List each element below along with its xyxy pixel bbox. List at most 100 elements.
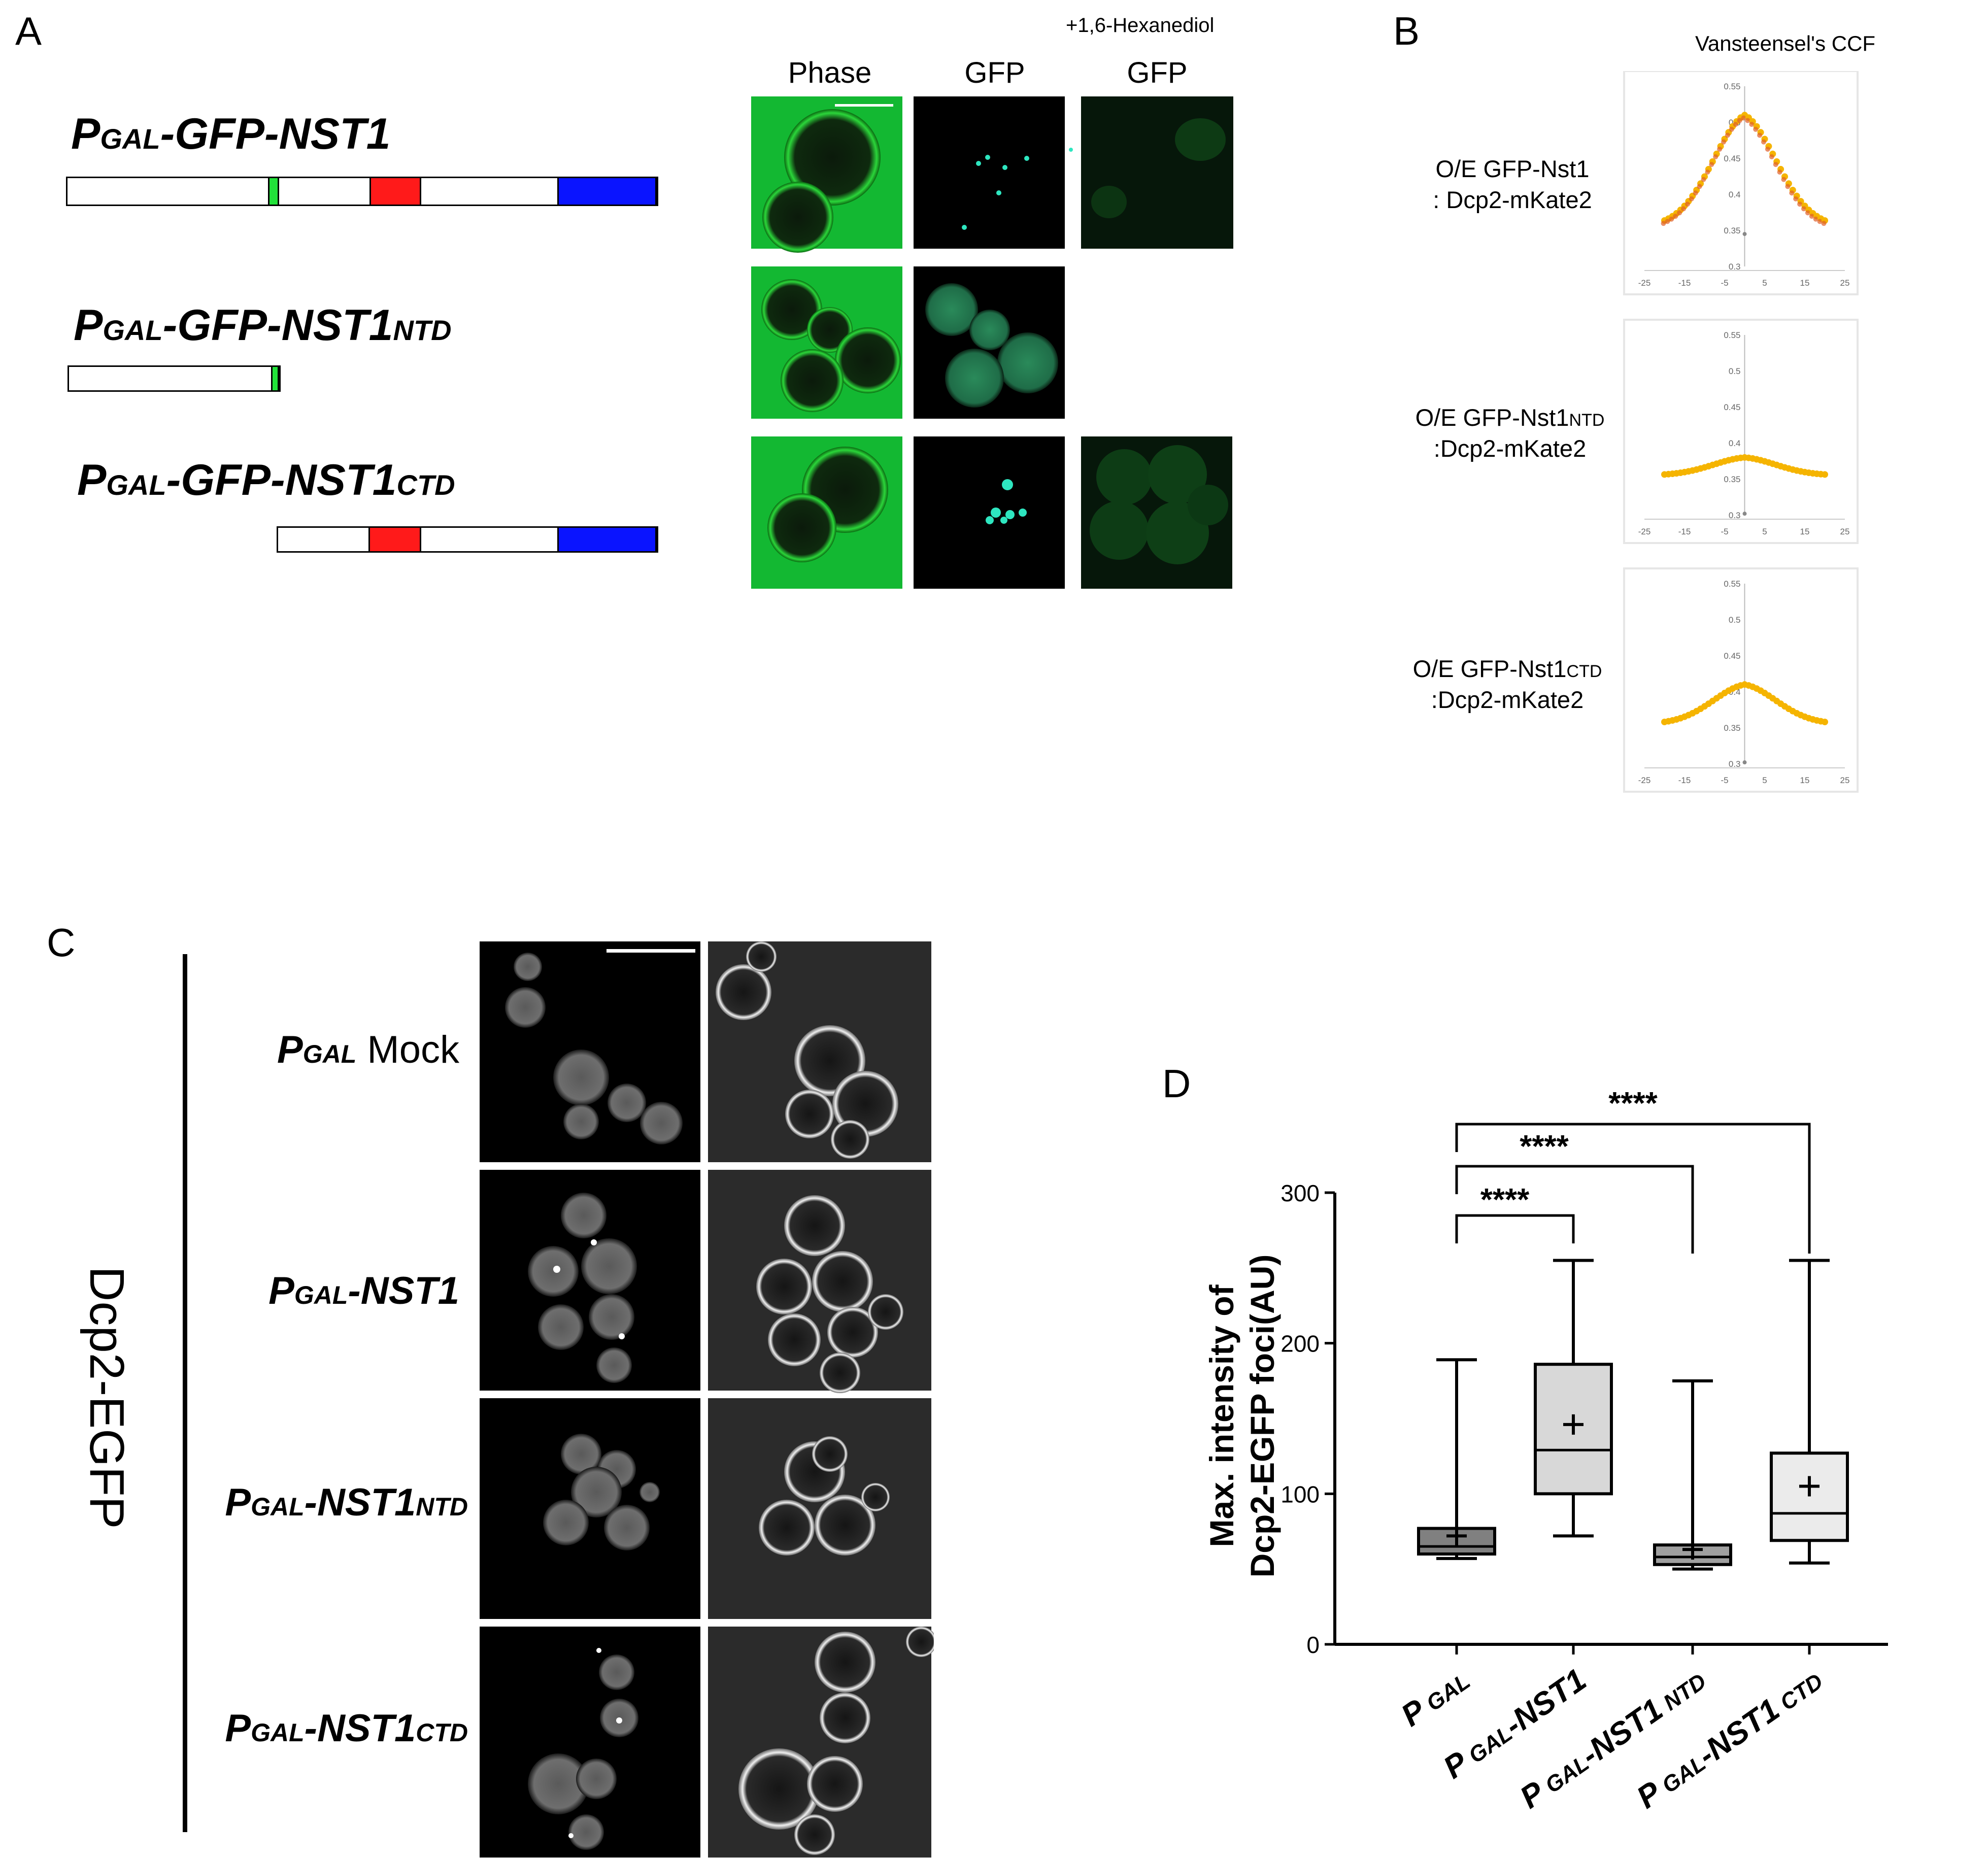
ccf-y-tick: 0.55 [1724, 82, 1740, 91]
ccf-x-tick: 25 [1840, 527, 1850, 536]
ccf-title: Vansteensel's CCF [1695, 31, 1876, 55]
row-label-ctd: PGAL-NST1CTD [225, 1707, 468, 1750]
ccf-y-tick: 0.5 [1729, 615, 1741, 625]
ccf-point-alt [1797, 201, 1803, 207]
ccf-y-tick: 0.55 [1724, 579, 1740, 589]
y-tick-label: 0 [1306, 1632, 1320, 1658]
micrograph-phase-ntd [708, 1398, 931, 1619]
ccf-y-tick: 0.4 [1729, 438, 1741, 448]
ccf-y-tick: 0.35 [1724, 475, 1740, 484]
ccf-point-alt [1669, 216, 1674, 222]
ccf-point-alt [1805, 210, 1810, 216]
row-label-mock: PGAL Mock [277, 1028, 459, 1071]
ccf-x-tick: 5 [1762, 527, 1767, 536]
ccf-point-alt [1737, 118, 1742, 123]
ccf-point-alt [1765, 146, 1770, 152]
ccf-x-tick: 15 [1800, 278, 1810, 288]
ccf-y-tick: 0.45 [1724, 402, 1740, 412]
micrograph-gfp-full [914, 96, 1073, 249]
domain-blue [557, 528, 657, 551]
construct-label-full: PGAL-GFP-NST1 [71, 110, 391, 158]
significance-bracket-0: **** [1455, 1183, 1575, 1243]
ccf-point-alt [1729, 126, 1734, 132]
ccf-point-alt [1665, 219, 1670, 224]
ccf-label-full: O/E GFP-Nst1 : Dcp2-mKate2 [1433, 155, 1592, 213]
ccf-point-alt [1721, 139, 1726, 145]
micrograph-phase-full [751, 96, 902, 253]
ccf-point-alt [1761, 139, 1766, 145]
domain-map-ntd [68, 365, 281, 392]
ccf-x-tick: -25 [1638, 775, 1651, 785]
micrograph-phase-nst1 [708, 1170, 931, 1393]
ccf-point-alt [1809, 214, 1814, 219]
side-label: Dcp2-EGFP [80, 1266, 134, 1529]
box-3 [1770, 1259, 1849, 1654]
ccf-point-alt [1781, 177, 1787, 182]
column-header-gfp-hexanediol: GFP [1127, 56, 1188, 89]
ccf-point-alt [1753, 126, 1759, 132]
micrograph-phase-ntd [751, 266, 902, 419]
ccf-point-alt [1821, 221, 1827, 226]
ccf-point [1822, 718, 1828, 725]
ccf-zero-point [1742, 512, 1747, 516]
ccf-x-tick: -25 [1638, 278, 1651, 288]
construct-label-ntd: PGAL-GFP-NST1NTD [74, 301, 452, 350]
ccf-y-tick: 0.55 [1724, 330, 1740, 340]
domain-red [368, 528, 421, 551]
ccf-point-alt [1713, 154, 1719, 159]
scale-bar [835, 104, 893, 107]
micrograph-phase-ctd [751, 436, 902, 589]
ccf-x-tick: -15 [1678, 775, 1691, 785]
ccf-x-tick: 5 [1762, 775, 1767, 785]
ccf-frame [1623, 71, 1859, 295]
ccf-point-alt [1689, 196, 1694, 201]
significance-bracket-1: **** [1455, 1129, 1694, 1254]
ccf-point-alt [1817, 219, 1823, 224]
panel-label-b: B [1393, 9, 1420, 53]
ccf-x-tick: 5 [1762, 278, 1767, 288]
ccf-label-ntd: O/E GFP-Nst1NTD :Dcp2-mKate2 [1415, 404, 1605, 462]
ccf-point-alt [1745, 118, 1750, 123]
ccf-y-tick: 0.4 [1729, 190, 1741, 199]
ccf-x-tick: -5 [1721, 527, 1728, 536]
ccf-point-alt [1677, 210, 1682, 216]
domain-red [369, 178, 421, 205]
significance-bracket-2: **** [1455, 1086, 1811, 1254]
micrograph-gfp-hex-full [1081, 96, 1233, 249]
ccf-x-tick: -5 [1721, 775, 1728, 785]
vertical-divider [183, 954, 187, 1832]
ccf-point-alt [1709, 162, 1714, 167]
ccf-y-tick: 0.5 [1729, 366, 1741, 376]
panel-label-d: D [1162, 1061, 1191, 1106]
ccf-x-tick: 25 [1840, 278, 1850, 288]
construct-label-ctd: PGAL-GFP-NST1CTD [77, 456, 455, 504]
ccf-point-alt [1757, 132, 1763, 138]
ccf-point-alt [1725, 132, 1730, 138]
significance-stars: **** [1520, 1129, 1569, 1164]
ccf-point-alt [1785, 184, 1791, 189]
ccf-y-tick: 0.45 [1724, 651, 1740, 661]
ccf-y-tick: 0.45 [1724, 154, 1740, 163]
domain-green [268, 178, 279, 205]
ccf-point-alt [1749, 122, 1755, 127]
treatment-label: +1,6-Hexanediol [1066, 14, 1215, 37]
micrograph-grid-a [751, 96, 1233, 589]
micrograph-egfp-ctd [480, 1627, 700, 1857]
ccf-label-ctd: O/E GFP-Nst1CTD :Dcp2-mKate2 [1412, 655, 1602, 713]
ccf-point-alt [1684, 201, 1690, 207]
x-tick-label: P GAL [1395, 1662, 1476, 1734]
box-2 [1653, 1379, 1732, 1654]
ccf-point-alt [1717, 146, 1723, 152]
micrograph-gfp-ctd [914, 436, 1065, 589]
domain-green [271, 367, 279, 390]
ccf-x-tick: -5 [1721, 278, 1728, 288]
panel-label-a: A [15, 9, 42, 53]
ccf-plots: 0.550.50.450.40.350.3-25-15-5515250.550.… [1623, 71, 1859, 793]
micrograph-phase-ctd [708, 1627, 934, 1857]
ccf-point-alt [1681, 206, 1686, 212]
box-0 [1417, 1358, 1496, 1654]
scale-bar [606, 949, 695, 953]
ccf-point-alt [1693, 190, 1698, 196]
